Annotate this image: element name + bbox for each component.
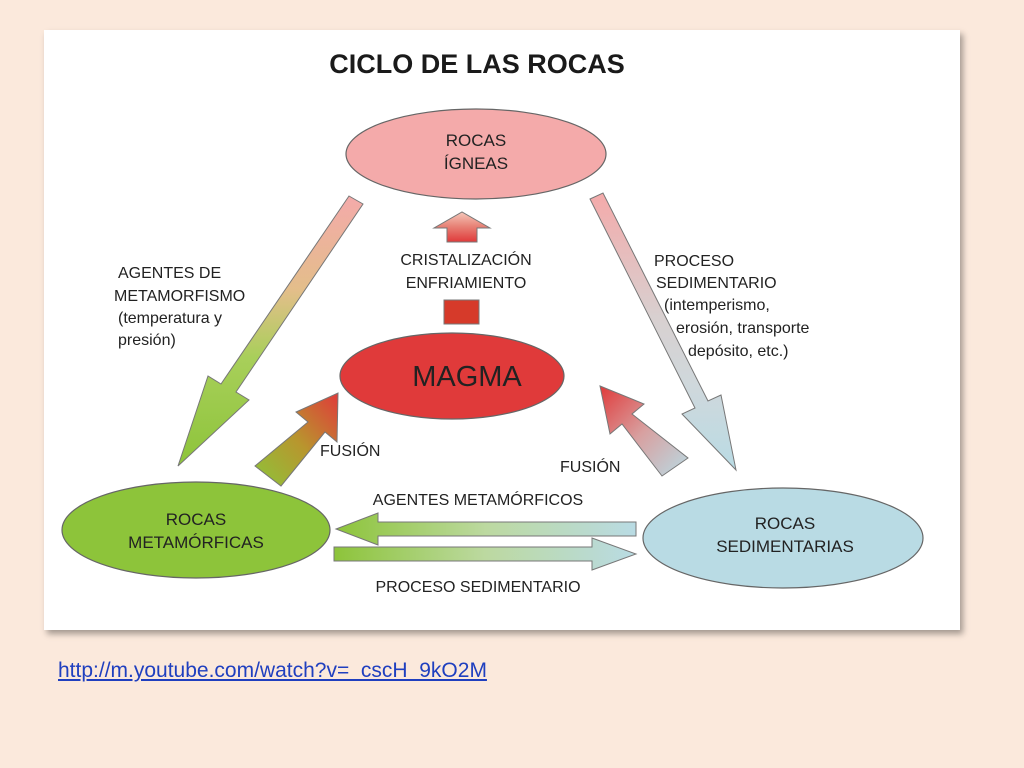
magma-source-block (443, 299, 480, 325)
magma-label: MAGMA (412, 361, 522, 393)
igneous-rocks-node (345, 108, 607, 200)
label-proceso-sed-right-2: SEDIMENTARIO (656, 275, 777, 292)
arrow-igneous-to-sedimentary (589, 192, 737, 472)
igneas-label-line2: ÍGNEAS (444, 154, 508, 173)
sedimentarias-label-line1: ROCAS (755, 514, 815, 533)
label-agentes-metamorfismo-2: METAMORFISMO (114, 288, 245, 305)
source-video-link[interactable]: http://m.youtube.com/watch?v=_cscH_9kO2M (58, 659, 487, 682)
label-fusion-right: FUSIÓN (560, 457, 620, 476)
diagram-title: CICLO DE LAS ROCAS (329, 49, 625, 79)
label-proceso-sed-right-1: PROCESO (654, 253, 734, 270)
metamorficas-label-line2: METAMÓRFICAS (128, 533, 264, 552)
magma-node (339, 332, 565, 420)
fusion-arrow-right (599, 385, 689, 477)
sedimentary-rocks-node (642, 487, 924, 589)
sedimentarias-label-line2: SEDIMENTARIAS (716, 537, 854, 556)
label-cristalizacion: CRISTALIZACIÓN (400, 250, 531, 269)
label-agentes-metamorficos: AGENTES METAMÓRFICOS (373, 490, 583, 509)
label-agentes-metamorfismo-4: presión) (118, 332, 176, 349)
arrow-sedimentary-to-metamorphic (334, 512, 637, 546)
metamorphic-rocks-node (61, 481, 331, 579)
label-enfriamiento: ENFRIAMIENTO (406, 275, 527, 292)
igneas-label-line1: ROCAS (446, 131, 506, 150)
arrow-igneous-to-metamorphic (177, 195, 364, 467)
label-proceso-sed-right-3: (intemperismo, (664, 297, 770, 314)
arrow-metamorphic-to-sedimentary (333, 537, 638, 571)
metamorficas-label-line1: ROCAS (166, 510, 226, 529)
crystallization-arrow (432, 211, 492, 243)
label-proceso-sed-right-4: erosión, transporte (676, 320, 810, 337)
fusion-arrow-left (254, 392, 339, 487)
label-agentes-metamorfismo-1: AGENTES DE (118, 265, 221, 282)
label-proceso-sed-right-5: depósito, etc.) (688, 343, 789, 360)
label-fusion-left: FUSIÓN (320, 441, 380, 460)
label-agentes-metamorfismo-3: (temperatura y (118, 310, 222, 327)
label-proceso-sedimentario-bottom: PROCESO SEDIMENTARIO (375, 579, 580, 596)
